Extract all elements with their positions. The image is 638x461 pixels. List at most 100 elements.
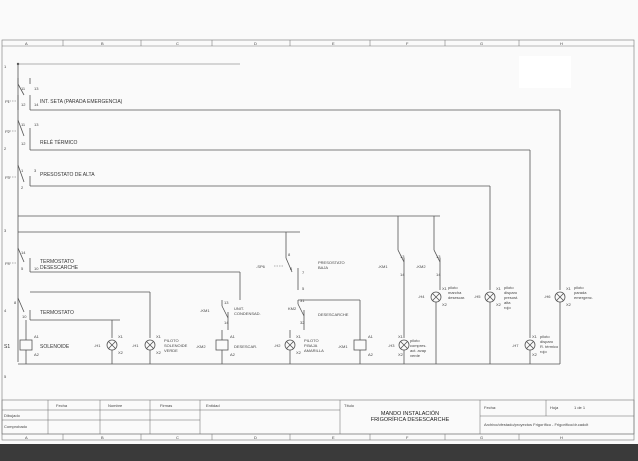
svg-text:rojo: rojo — [504, 305, 511, 310]
blank-label-box — [519, 56, 571, 88]
svg-text:A1: A1 — [230, 334, 236, 339]
svg-text:X1: X1 — [532, 334, 538, 339]
svg-text:marcha: marcha — [448, 290, 462, 295]
drawing-title-line1: MANDO INSTALACIÓN — [381, 410, 439, 417]
row-label-3: 3 — [4, 228, 7, 233]
solenoid-coil: S1 A1 A2 SOLENOIDE — [4, 320, 70, 364]
solenoid-green-pilot: -H1 X1 X2 PILOTO SOLENOIDE VERDE — [30, 291, 188, 364]
svg-text:-KM1: -KM1 — [338, 344, 348, 349]
svg-text:-H5: -H5 — [474, 294, 481, 299]
title-col-nombre: Nombre — [108, 403, 123, 408]
col-label-g-bottom: G — [480, 435, 483, 440]
condenser-contact: -KM1 13 14 UNIT. CONDENSAD. — [200, 300, 261, 330]
svg-text:DESESCARCHE: DESESCARCHE — [318, 312, 349, 317]
hoja-label: Hoja — [550, 405, 559, 410]
archivo-path: Archivo/cfestado/proyectos Frigorífico -… — [484, 422, 589, 427]
svg-text:X2: X2 — [296, 350, 302, 355]
col-label-f: F — [406, 41, 409, 46]
svg-text:2: 2 — [21, 185, 24, 190]
row-label-2: 2 — [4, 146, 7, 151]
svg-text:10: 10 — [22, 314, 27, 319]
thermal-relay-desc: RELÉ TÉRMICO — [40, 139, 78, 146]
svg-text:VERDE: VERDE — [164, 348, 178, 353]
svg-text:piloto: piloto — [504, 285, 514, 290]
col-label-b: B — [101, 41, 104, 46]
svg-text:X2: X2 — [118, 350, 124, 355]
svg-text:DESESCARCHE: DESESCARCHE — [40, 265, 79, 271]
svg-text:X2: X2 — [442, 302, 448, 307]
row-label-5: 5 — [4, 374, 7, 379]
svg-text:32: 32 — [300, 320, 305, 325]
row-label-1: 1 — [4, 64, 7, 69]
solenoid-pilot-ref: -H1 — [94, 343, 101, 348]
svg-text:-H7: -H7 — [512, 343, 519, 348]
svg-text:A2: A2 — [230, 352, 236, 357]
svg-text:A1: A1 — [368, 334, 374, 339]
svg-text:13: 13 — [224, 300, 229, 305]
svg-text:6: 6 — [290, 266, 293, 271]
defrost-interlock-contact: KM2 31 32 DESESCARCHE — [288, 298, 360, 330]
svg-text:disparo: disparo — [504, 290, 518, 295]
svg-text:R. térmico: R. térmico — [540, 344, 559, 349]
svg-text:13: 13 — [436, 254, 441, 259]
svg-text:-KM2: -KM2 — [416, 264, 426, 269]
svg-text:CONDENSAD.: CONDENSAD. — [234, 311, 261, 316]
svg-text:PILOTO: PILOTO — [164, 338, 179, 343]
title-label: Título — [344, 403, 355, 408]
svg-text:piloto: piloto — [540, 334, 550, 339]
col-label-h: H — [560, 41, 563, 46]
low-pressostat-switch: -SP6 8 6 7 5 PRESOSTATO BAJA — [256, 232, 345, 291]
col-label-g: G — [480, 41, 483, 46]
svg-text:-H4: -H4 — [418, 294, 425, 299]
defrost-contactor-coil: -KM2 A1 A2 DESESCAR. — [196, 330, 257, 364]
solenoid-pilot-lamp: -H1 X1 X2 — [94, 320, 124, 364]
svg-text:rojo: rojo — [540, 349, 547, 354]
solenoid-ref: S1 — [4, 344, 10, 350]
col-label-a: A — [25, 41, 28, 46]
svg-text:-H1: -H1 — [132, 343, 139, 348]
bottom-column-ruler: A B C D E F G H — [25, 434, 563, 440]
high-pressostat-switch: F3 1 2 3 PRESOSTATO DE ALTA — [5, 164, 490, 190]
svg-text:-H3: -H3 — [388, 343, 395, 348]
defrost-thermostat-ref: F4 — [5, 261, 10, 266]
svg-text:A2: A2 — [368, 352, 374, 357]
col-label-f-bottom: F — [406, 435, 409, 440]
svg-text:-KM1: -KM1 — [378, 264, 388, 269]
svg-text:X2: X2 — [532, 352, 538, 357]
svg-text:piloto: piloto — [574, 285, 584, 290]
svg-text:-SP6: -SP6 — [256, 264, 266, 269]
svg-text:alta: alta — [504, 300, 511, 305]
thermostat: 8 10 TERMOSTATO — [14, 297, 120, 321]
svg-text:X2: X2 — [566, 302, 572, 307]
svg-text:14: 14 — [436, 272, 441, 277]
svg-text:AMARILLA: AMARILLA — [304, 348, 324, 353]
bottom-dark-band — [0, 444, 638, 461]
title-col-firmas: Firmas — [160, 403, 172, 408]
svg-text:disparo: disparo — [540, 339, 554, 344]
svg-text:14: 14 — [21, 250, 26, 255]
defrost-thermostat: F4 14 5 10 TERMOSTATO DESESCARCHE — [5, 247, 241, 300]
svg-text:verde: verde — [410, 353, 421, 358]
svg-text:8: 8 — [14, 300, 17, 305]
svg-text:-H6: -H6 — [544, 294, 551, 299]
svg-text:A2: A2 — [34, 352, 40, 357]
svg-text:12: 12 — [21, 141, 26, 146]
svg-text:-KM2: -KM2 — [196, 344, 206, 349]
pressostat-trip-pilot-lamp: -H5 X1 X2 piloto disparo presost. alta r… — [460, 186, 560, 365]
svg-text:X1: X1 — [296, 334, 302, 339]
col-label-d: D — [254, 41, 257, 46]
title-row-dibujado: Dibujado — [4, 413, 21, 418]
svg-text:31: 31 — [300, 298, 305, 303]
low-pressure-pilot-lamp: -H2 X1 X2 PILOTO P.BAJA AMARILLA — [274, 330, 324, 364]
col-label-b-bottom: B — [101, 435, 104, 440]
svg-text:KM2: KM2 — [288, 306, 297, 311]
svg-text:X1: X1 — [442, 286, 448, 291]
svg-text:desescar.: desescar. — [448, 295, 465, 300]
col-label-d-bottom: D — [254, 435, 257, 440]
svg-text:piloto: piloto — [448, 285, 458, 290]
svg-text:14: 14 — [400, 272, 405, 277]
title-col-fecha: Fecha — [56, 403, 68, 408]
svg-text:12: 12 — [21, 102, 26, 107]
svg-text:piloto: piloto — [410, 338, 420, 343]
